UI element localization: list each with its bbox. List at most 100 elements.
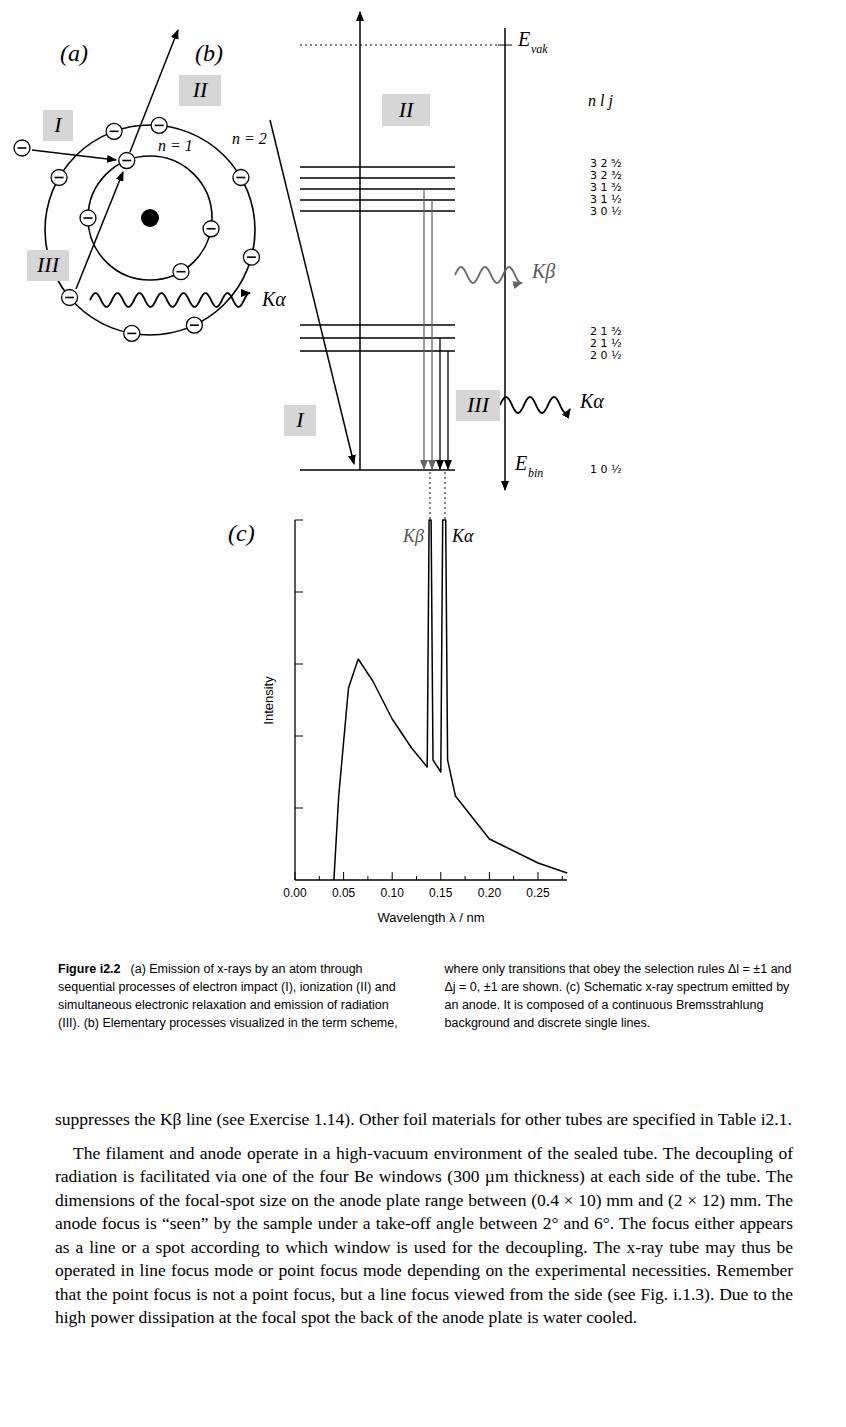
shell-label: n = 2 bbox=[232, 130, 267, 148]
figure-number: Figure i2.2 bbox=[58, 962, 121, 976]
electron-minus bbox=[110, 131, 119, 133]
electron-minus bbox=[18, 147, 27, 149]
axis-subscript: vak bbox=[531, 42, 548, 57]
term-label: 3 1 ³⁄₂ bbox=[590, 182, 622, 194]
impact-arrow bbox=[32, 150, 116, 160]
tick-label: 0.05 bbox=[332, 886, 355, 900]
energy-level bbox=[300, 177, 455, 178]
axis-title: Intensity bbox=[260, 676, 275, 724]
line-label: Kβ bbox=[532, 260, 555, 283]
axis-symbol: E bbox=[518, 28, 530, 51]
quantum-header: n l j bbox=[588, 92, 613, 110]
y-tick bbox=[295, 592, 303, 593]
energy-level bbox=[300, 469, 455, 470]
axis-title: Wavelength λ / nm bbox=[377, 910, 484, 925]
tick-label: 0.00 bbox=[283, 886, 306, 900]
transition-arrow bbox=[423, 189, 424, 469]
transition-arrow bbox=[431, 200, 432, 469]
electron-minus bbox=[236, 177, 245, 179]
vacuum-level bbox=[300, 45, 500, 46]
process-label-box: I bbox=[43, 110, 73, 141]
x-tick bbox=[416, 876, 417, 880]
guide-line bbox=[430, 472, 431, 520]
axis-symbol: E bbox=[515, 452, 527, 475]
x-tick bbox=[538, 872, 539, 880]
electron-symbol bbox=[119, 153, 135, 169]
electron-symbol bbox=[51, 170, 67, 186]
y-tick bbox=[295, 736, 303, 737]
term-label: 1 0 ½ bbox=[590, 464, 622, 476]
ionization-arrow bbox=[130, 30, 178, 152]
y-tick bbox=[295, 520, 303, 521]
process-label-box: III bbox=[27, 250, 69, 281]
electron-minus bbox=[190, 324, 199, 326]
photon-wave bbox=[500, 397, 570, 413]
process-numeral: I bbox=[54, 113, 61, 137]
figure-caption-block: Figure i2.2(a) Emission of x-rays by an … bbox=[58, 960, 793, 1032]
process-label-box: I bbox=[284, 405, 316, 436]
process-label-box: II bbox=[382, 94, 430, 126]
energy-axis bbox=[504, 28, 506, 490]
electron-minus bbox=[177, 271, 186, 273]
term-label: 3 0 ½ bbox=[590, 206, 622, 218]
ionization-arrow bbox=[359, 12, 361, 470]
process-numeral: III bbox=[37, 253, 59, 277]
x-tick bbox=[319, 876, 320, 880]
electron-symbol bbox=[80, 210, 96, 226]
process-label-box: III bbox=[456, 390, 500, 421]
y-tick bbox=[295, 664, 303, 665]
electron-minus bbox=[247, 256, 256, 258]
electron-minus bbox=[84, 217, 93, 219]
panel-label: (b) bbox=[195, 40, 223, 67]
electron-minus bbox=[127, 333, 136, 335]
energy-level bbox=[300, 166, 455, 167]
x-tick bbox=[489, 872, 490, 880]
figure-caption: (a) Emission of x-rays by an atom throug… bbox=[58, 962, 792, 1030]
process-numeral: II bbox=[193, 78, 208, 102]
term-label: 2 1 ³⁄₂ bbox=[590, 326, 622, 338]
process-numeral: II bbox=[399, 98, 414, 122]
shell-label: n = 1 bbox=[158, 137, 193, 155]
photon-wave bbox=[90, 293, 250, 307]
term-label: 3 2 ⁵⁄₂ bbox=[590, 158, 622, 170]
tick-label: 0.15 bbox=[429, 886, 452, 900]
electron-symbol bbox=[106, 123, 122, 139]
electron-symbol bbox=[243, 249, 259, 265]
relaxation-arrow bbox=[76, 172, 123, 289]
peak-label: Kα bbox=[452, 526, 473, 547]
transition-arrow bbox=[447, 351, 448, 469]
electron-symbol bbox=[124, 325, 140, 341]
body-paragraph: suppresses the Kβ line (see Exercise 1.1… bbox=[55, 1108, 793, 1132]
x-tick bbox=[440, 872, 441, 880]
photon-wave bbox=[455, 267, 522, 283]
panel-label: (c) bbox=[228, 520, 255, 547]
term-label: 2 0 ½ bbox=[590, 350, 622, 362]
electron-symbol bbox=[151, 117, 167, 133]
x-tick bbox=[465, 876, 466, 880]
body-paragraph: The filament and anode operate in a high… bbox=[55, 1142, 793, 1330]
y-tick bbox=[295, 808, 303, 809]
line-label: Kα bbox=[580, 390, 604, 413]
electron-symbol bbox=[173, 264, 189, 280]
transition-arrow bbox=[439, 338, 440, 469]
tick-label: 0.10 bbox=[381, 886, 404, 900]
electron-symbol bbox=[186, 317, 202, 333]
electron-symbol bbox=[14, 140, 30, 156]
x-axis bbox=[295, 879, 567, 880]
x-tick bbox=[295, 872, 296, 880]
term-label: 3 1 ½ bbox=[590, 194, 622, 206]
shell-n2 bbox=[45, 125, 255, 335]
tick-label: 0.25 bbox=[526, 886, 549, 900]
tick-label: 0.20 bbox=[478, 886, 501, 900]
electron-minus bbox=[55, 177, 64, 179]
x-tick bbox=[343, 872, 344, 880]
x-tick bbox=[392, 872, 393, 880]
electron-symbol bbox=[62, 289, 78, 305]
x-tick bbox=[513, 876, 514, 880]
shell-n1 bbox=[88, 156, 212, 280]
line-label: Kα bbox=[262, 288, 286, 311]
electron-symbol bbox=[203, 221, 219, 237]
term-label: 2 1 ½ bbox=[590, 338, 622, 350]
spectrum-curve bbox=[334, 520, 567, 880]
